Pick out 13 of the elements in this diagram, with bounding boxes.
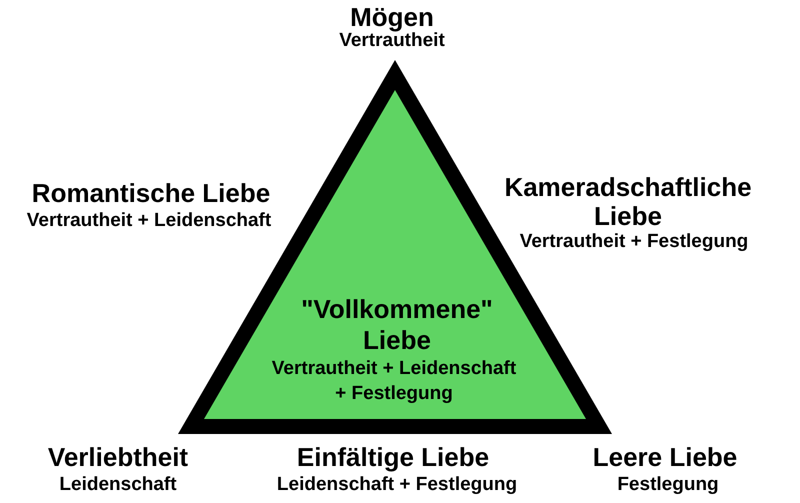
love-type-label: Einfältige Liebe <box>296 442 490 472</box>
component-label: Leidenschaft + Festlegung <box>276 472 518 496</box>
love-type-label: Mögen <box>350 2 434 32</box>
love-type-label: Leere Liebe <box>592 442 738 472</box>
component-label: Vertrautheit + Festlegung <box>520 230 748 253</box>
love-type-label: Kameradschaftliche Liebe <box>503 172 753 230</box>
component-label: Leidenschaft <box>59 472 177 496</box>
component-label: Vertrautheit + Leidenschaft <box>26 208 272 232</box>
component-text: Vertrautheit + Leidenschaft + Festlegung <box>270 356 518 406</box>
love-type-label: Verliebtheit <box>48 442 188 472</box>
love-type-label: Romantische Liebe <box>32 178 270 208</box>
love-type-title: "Vollkommene" Liebe <box>300 294 494 356</box>
component-label: Festlegung <box>617 472 719 496</box>
